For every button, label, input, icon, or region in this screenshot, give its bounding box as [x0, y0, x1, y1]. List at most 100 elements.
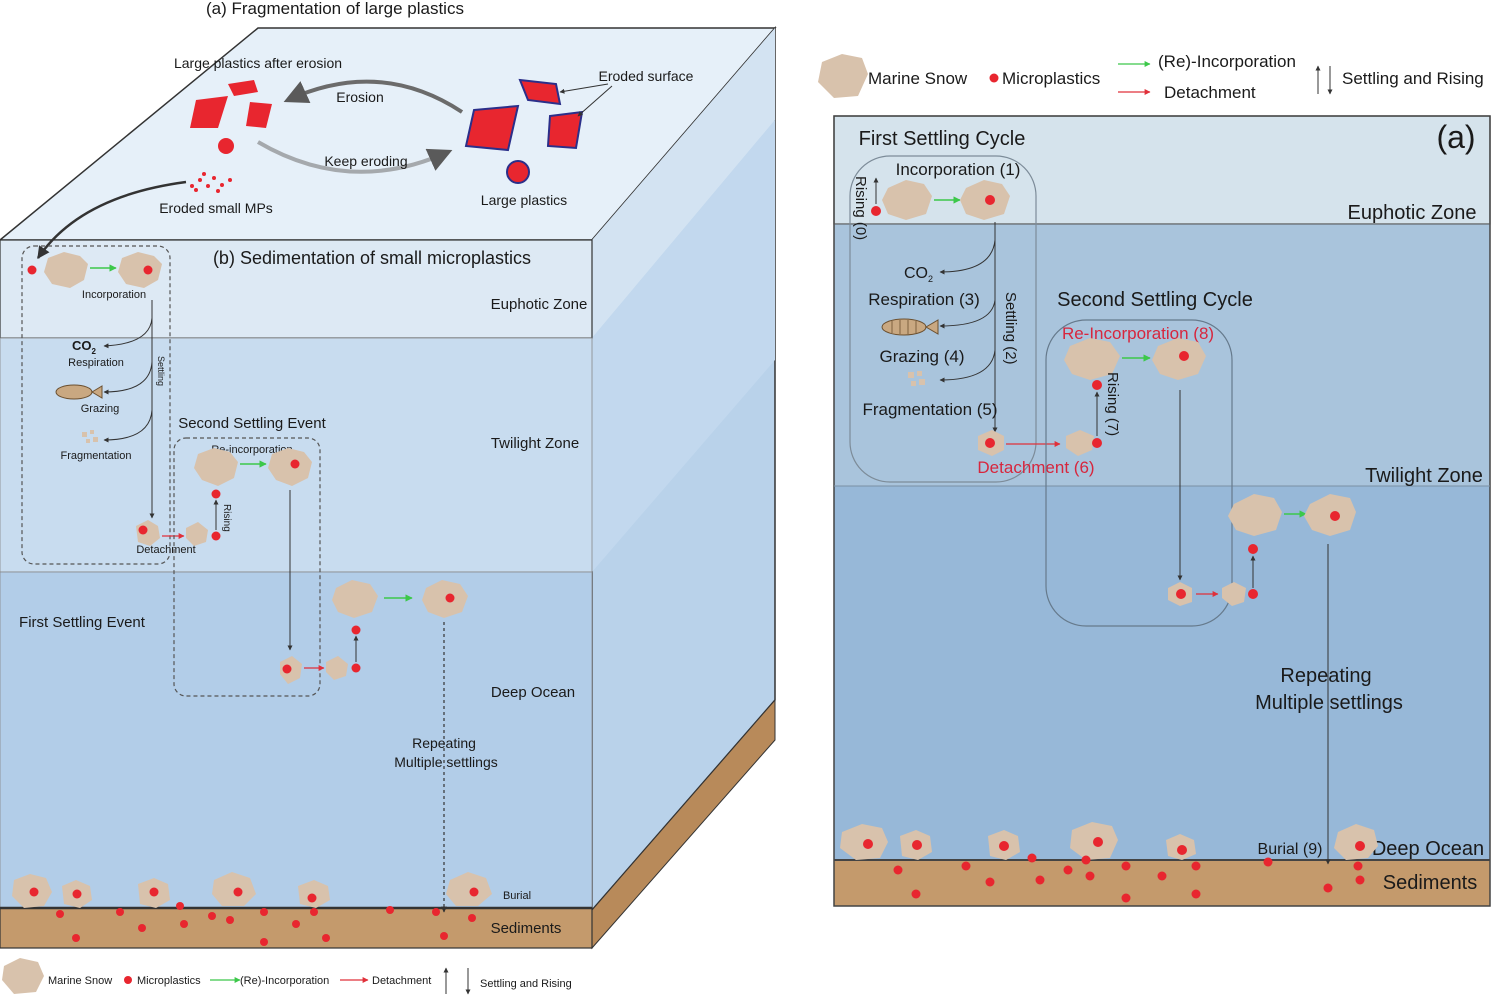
label-fragmentation: Fragmentation (5) — [862, 400, 997, 419]
legend-microplastics-icon — [124, 976, 132, 984]
label-erosion: Erosion — [336, 89, 383, 105]
label-co2: CO2 — [904, 265, 933, 284]
legend-marine-snow-icon — [818, 54, 868, 98]
label-settling2: Settling (2) — [1002, 292, 1019, 365]
label-rising: Rising — [221, 504, 232, 532]
eroded-small-mps-dots — [190, 172, 232, 193]
label-zone-twilight: Twilight Zone — [1365, 465, 1483, 487]
right-panel: Marine Snow Microplastics (Re)-Incorpora… — [818, 52, 1491, 907]
label-large-after-erosion: Large plastics after erosion — [174, 55, 342, 71]
label-first-settling-event: First Settling Event — [19, 614, 146, 631]
marine-snow-aggregate — [44, 252, 88, 288]
marine-snow-aggregate — [268, 448, 312, 486]
title-a: (a) Fragmentation of large plastics — [206, 0, 464, 18]
label-large-plastics: Large plastics — [481, 192, 567, 208]
label-repeating-l2: Multiple settlings — [1255, 692, 1403, 714]
second-cycle-box — [1045, 319, 1233, 627]
label-second-settling-cycle: Second Settling Cycle — [1057, 289, 1253, 311]
label-repeating-l1: Repeating — [1280, 665, 1371, 687]
block-right-face-upper — [592, 28, 775, 338]
block-right-face-mid — [592, 120, 775, 572]
label-detachment: Detachment — [136, 544, 195, 556]
mp-dot — [1176, 589, 1186, 599]
legend-marine-snow: Marine Snow — [868, 69, 968, 88]
mp-dot — [985, 438, 995, 448]
right-frame — [833, 115, 1491, 907]
marine-snow-aggregate — [1066, 430, 1094, 456]
label-burial: Burial (9) — [1258, 841, 1323, 858]
marine-snow-aggregate — [332, 580, 378, 618]
legend-detachment: Detachment — [1164, 83, 1256, 102]
plastic-fragment-1 — [190, 96, 228, 128]
label-zone-euphotic: Euphotic Zone — [1348, 202, 1477, 224]
arrow-keep-eroding — [256, 140, 453, 174]
label-rising0: Rising (0) — [852, 176, 869, 240]
marine-snow-aggregate — [118, 252, 162, 288]
label-re-incorporation: Re-Incorporation (8) — [1062, 324, 1214, 343]
marine-snow-aggregate — [326, 656, 348, 680]
marine-snow-aggregate — [1064, 338, 1120, 380]
first-cycle-box — [849, 155, 1037, 483]
mp-dot — [871, 206, 881, 216]
legend-incorporation: (Re)-Incorporation — [1158, 52, 1296, 71]
mp-dot — [445, 593, 455, 603]
label-first-settling-cycle: First Settling Cycle — [859, 128, 1026, 150]
label-zone-twilight: Twilight Zone — [491, 435, 579, 452]
label-incorporation: Incorporation — [82, 289, 146, 301]
arrow-mps-to-ocean — [36, 180, 187, 260]
marine-snow-aggregate — [882, 180, 932, 220]
label-eroded-surface: Eroded surface — [599, 68, 694, 84]
label-zone-sediments: Sediments — [491, 920, 562, 937]
label-zone-deep: Deep Ocean — [491, 684, 575, 701]
right-zone-deep — [834, 486, 1490, 860]
label-grazing: Grazing — [81, 403, 120, 415]
zone-deep-front — [0, 571, 593, 911]
right-zone-euphotic — [833, 115, 1491, 225]
mp-dot — [282, 664, 292, 674]
mp-dot — [211, 531, 221, 541]
plastic-fragment-3 — [246, 102, 272, 128]
zooplankton-icon — [55, 384, 103, 400]
marine-snow-aggregate — [1228, 494, 1282, 536]
mp-dot — [1179, 351, 1189, 361]
right-seafloor-aggregates — [840, 822, 1378, 860]
label-zone-deep: Deep Ocean — [1372, 838, 1484, 860]
legend-microplastics: Microplastics — [137, 975, 201, 987]
zooplankton-icon — [881, 318, 939, 336]
left-panel: (a) Fragmentation of large plastics (b) … — [0, 0, 777, 995]
seafloor-aggregates — [12, 872, 492, 908]
mp-dot — [138, 525, 148, 535]
legend-marine-snow-icon — [2, 958, 44, 994]
label-settling: Settling — [156, 356, 166, 386]
label-keep-eroding: Keep eroding — [324, 153, 407, 169]
label-fragmentation: Fragmentation — [61, 450, 132, 462]
legend-microplastics-icon — [989, 73, 999, 83]
right-zone-sediment — [834, 860, 1490, 906]
label-respiration: Respiration (3) — [868, 290, 980, 309]
label-panel-a: (a) — [1436, 119, 1475, 155]
mp-dot — [290, 459, 300, 469]
label-zone-euphotic: Euphotic Zone — [491, 296, 588, 313]
legend-detachment: Detachment — [372, 975, 431, 987]
legend-settling-rising: Settling and Rising — [480, 978, 572, 990]
mp-dot — [1092, 380, 1102, 390]
large-plastic-1 — [464, 104, 520, 152]
label-repeating-l1: Repeating — [412, 735, 476, 751]
marine-snow-aggregate — [1304, 494, 1356, 536]
first-settling-box — [21, 245, 171, 565]
label-repeating-l2: Multiple settlings — [394, 754, 498, 770]
left-legend: Marine Snow Microplastics (Re)-Incorpora… — [2, 958, 572, 995]
large-plastic-2 — [518, 78, 562, 106]
label-eroded-small-mps: Eroded small MPs — [159, 200, 273, 216]
mp-dot — [351, 663, 361, 673]
legend-marine-snow: Marine Snow — [48, 975, 112, 987]
mp-dot — [985, 195, 995, 205]
mp-dot — [1248, 589, 1258, 599]
fragments-icon — [82, 430, 98, 443]
label-incorporation: Incorporation (1) — [896, 160, 1021, 179]
legend-settling-rising: Settling and Rising — [1342, 69, 1484, 88]
mp-dot — [1092, 438, 1102, 448]
mp-dot — [351, 625, 361, 635]
mp-dot — [143, 265, 153, 275]
marine-snow-aggregate — [1222, 582, 1246, 606]
